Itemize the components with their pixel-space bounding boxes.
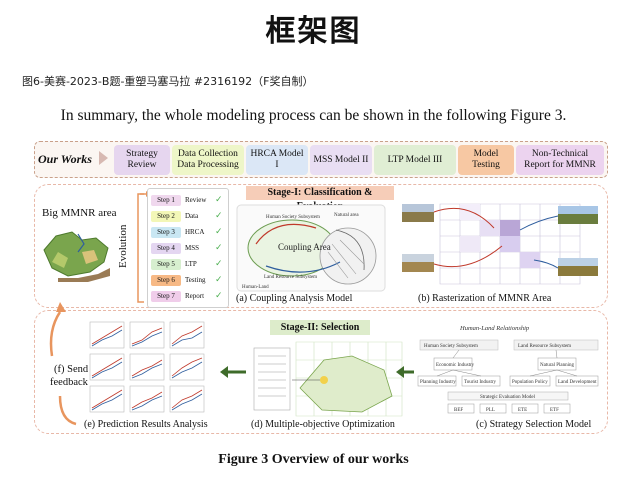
svg-text:Planning Industry: Planning Industry xyxy=(420,380,456,385)
big-mmnr-area-label: Big MMNR area xyxy=(42,207,117,219)
works-box-ltp-model: LTP Model III xyxy=(374,145,456,175)
step-4-name: MSS xyxy=(185,244,200,252)
works-box-mss-model: MSS Model II xyxy=(310,145,372,175)
svg-text:Land Development: Land Development xyxy=(558,380,597,385)
step-2-check-icon: ✓ xyxy=(215,211,223,221)
coupling-analysis-diagram: Human Society Subsystem Coupling Area La… xyxy=(236,204,386,292)
step-4-badge: Step 4 xyxy=(151,243,181,254)
step-5-name: LTP xyxy=(185,260,197,268)
our-works-label: Our Works xyxy=(38,152,92,166)
coupling-area-text: Coupling Area xyxy=(278,242,331,252)
svg-text:Strategic Evaluation Model: Strategic Evaluation Model xyxy=(480,395,536,400)
svg-text:Economic Industry: Economic Industry xyxy=(436,363,475,368)
mmnr-map-image xyxy=(43,231,110,282)
summary-sentence: In summary, the whole modeling process c… xyxy=(60,107,567,124)
step-4-check-icon: ✓ xyxy=(215,243,223,253)
human-land-text: Human-Land xyxy=(242,285,269,290)
caption-c: (c) Strategy Selection Model xyxy=(476,419,592,430)
works-box-model-testing: Model Testing xyxy=(458,145,514,175)
step-1-check-icon: ✓ xyxy=(215,195,223,205)
stage2-title: Stage-II: Selection xyxy=(270,320,370,335)
caption-b: (b) Rasterization of MMNR Area xyxy=(418,293,552,304)
works-box-strategy-review: Strategy Review xyxy=(114,145,170,175)
svg-text:PLL: PLL xyxy=(486,408,495,413)
works-box-hrca-model: HRCA Model I xyxy=(246,145,308,175)
step-2-badge: Step 2 xyxy=(151,211,181,222)
step-7-check-icon: ✓ xyxy=(215,291,223,301)
our-works-arrow-icon xyxy=(99,151,108,165)
step-6-badge: Step 6 xyxy=(151,275,181,286)
human-subsystem-text: Human Society Subsystem xyxy=(266,215,320,220)
svg-text:Land Resource Subsystem: Land Resource Subsystem xyxy=(518,344,571,349)
strategy-selection-diagram: Human-Land Relationship Human Society Su… xyxy=(417,325,599,414)
svg-text:ETF: ETF xyxy=(550,408,559,413)
natural-area-text: Natural area xyxy=(334,213,359,218)
step-3-badge: Step 3 xyxy=(151,227,181,238)
caption-f-line1: (f) Send xyxy=(54,364,89,375)
strategy-title-text: Human-Land Relationship xyxy=(459,325,530,332)
prediction-results-plots xyxy=(89,321,205,413)
caption-a: (a) Coupling Analysis Model xyxy=(236,293,353,304)
optimization-diagram xyxy=(253,341,403,417)
svg-text:BEF: BEF xyxy=(454,408,463,413)
figure-subtitle: 图6-美赛-2023-B题-重塑马塞马拉 #2316192（F奖自制） xyxy=(22,75,314,88)
step-1-name: Review xyxy=(185,196,207,204)
svg-text:Natural Planning: Natural Planning xyxy=(540,363,575,368)
works-box-data-collection: Data Collection Data Processing xyxy=(172,145,244,175)
figure-caption: Figure 3 Overview of our works xyxy=(218,452,409,467)
step-2-name: Data xyxy=(185,212,199,220)
rasterization-diagram xyxy=(402,203,598,285)
land-subsystem-text: Land Resource Subsystem xyxy=(264,275,317,280)
step-7-name: Report xyxy=(185,292,205,300)
step-6-name: Testing xyxy=(185,276,206,284)
step-3-name: HRCA xyxy=(185,228,205,236)
works-box-non-technical-report: Non-Technical Report for MMNR xyxy=(516,145,604,175)
page-title: 框架图 xyxy=(265,14,362,49)
step-3-check-icon: ✓ xyxy=(215,227,223,237)
stage1-panel xyxy=(34,184,608,308)
step-7-badge: Step 7 xyxy=(151,291,181,302)
svg-text:ETE: ETE xyxy=(518,408,527,413)
step-5-check-icon: ✓ xyxy=(215,259,223,269)
caption-d: (d) Multiple-objective Optimization xyxy=(251,419,395,430)
svg-text:Population Policy: Population Policy xyxy=(512,380,548,385)
svg-text:Tourist Industry: Tourist Industry xyxy=(464,380,497,385)
caption-e: (e) Prediction Results Analysis xyxy=(84,419,208,430)
svg-text:Human Society Subsystem: Human Society Subsystem xyxy=(424,344,478,349)
caption-f-line2: feedback xyxy=(50,377,88,388)
stage2-panel xyxy=(34,310,608,434)
steps-list: Step 1 Review ✓ Step 2 Data ✓ Step 3 HRC… xyxy=(147,188,229,308)
step-6-check-icon: ✓ xyxy=(215,275,223,285)
step-1-badge: Step 1 xyxy=(151,195,181,206)
step-5-badge: Step 5 xyxy=(151,259,181,270)
